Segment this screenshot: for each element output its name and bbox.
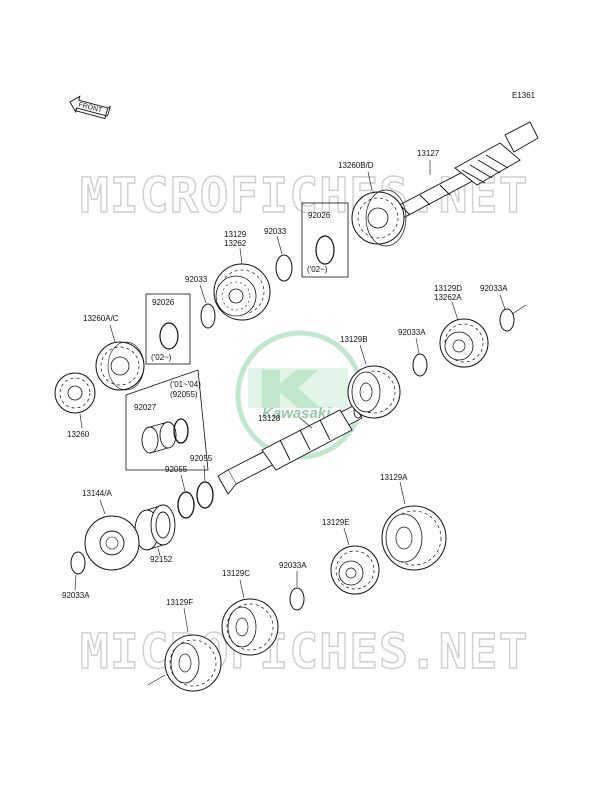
- label-92033-b: 92033: [185, 275, 208, 284]
- label-92152: 92152: [150, 555, 173, 564]
- ring-92033a-top: [499, 308, 515, 332]
- bushing-92027: [141, 421, 177, 454]
- ring-92033a-left: [70, 551, 86, 575]
- box-92026-left: [145, 293, 191, 365]
- label-13129e: 13129E: [322, 518, 350, 527]
- label-92055-b: 92055: [190, 454, 213, 463]
- kawasaki-logo: Kawasaki: [235, 330, 365, 460]
- box-01-04: [125, 369, 209, 471]
- label-13129d: 13129D: [434, 284, 462, 293]
- gear-13260bd: [351, 189, 407, 247]
- label-13260: 13260: [67, 430, 90, 439]
- ring-92033a-mid: [412, 353, 428, 377]
- label-13127: 13127: [417, 149, 440, 158]
- gear-13129f: [164, 634, 222, 692]
- gear-13129c: [221, 598, 279, 656]
- label-13260bd: 13260B/D: [338, 161, 374, 170]
- oring-92055-b: [196, 481, 214, 509]
- label-92055-paren: (92055): [170, 390, 198, 399]
- shaft-13128: [217, 403, 363, 495]
- gear-13129d: [439, 318, 489, 368]
- gear-13260ac: [95, 341, 145, 391]
- oring-92055-box: [173, 418, 189, 444]
- front-arrow-icon: FRONT: [69, 95, 111, 120]
- gear-13129: [213, 263, 271, 321]
- box-92026-top: [301, 202, 349, 278]
- label-92033a-left: 92033A: [62, 591, 90, 600]
- label-92026-left: 92026: [152, 298, 175, 307]
- gear-13129b: [347, 365, 401, 419]
- sprocket-13144: [84, 515, 140, 571]
- label-13260ac: 13260A/C: [83, 314, 119, 323]
- ring-92033-b: [200, 303, 216, 329]
- label-13128: 13128: [258, 414, 281, 423]
- ring-92033-a: [275, 254, 293, 282]
- label-02-left: ('02~): [151, 353, 172, 362]
- watermark-bottom: MICROFICHES.NET: [80, 624, 528, 680]
- label-13129f: 13129F: [166, 598, 193, 607]
- label-92055-a: 92055: [165, 465, 188, 474]
- oring-92055-a: [177, 491, 195, 519]
- gear-13129e: [330, 545, 380, 595]
- label-13129a: 13129A: [380, 473, 408, 482]
- gear-13129a: [381, 505, 447, 571]
- label-92033-a: 92033: [264, 227, 287, 236]
- label-92033a-low: 92033A: [279, 561, 307, 570]
- gear-13260: [54, 372, 96, 414]
- svg-text:Kawasaki: Kawasaki: [262, 405, 331, 422]
- circlip-92026-left: [159, 322, 179, 350]
- label-13129c: 13129C: [222, 569, 250, 578]
- circlip-92026-top: [315, 235, 335, 265]
- label-92033a-top: 92033A: [480, 284, 508, 293]
- label-13129: 13129: [224, 230, 247, 239]
- label-01-04: ('01~'04): [170, 380, 201, 389]
- label-92026-top: 92026: [308, 211, 331, 220]
- label-13262a: 13262A: [434, 293, 462, 302]
- label-13129b: 13129B: [340, 335, 368, 344]
- label-13144a: 13144/A: [82, 489, 112, 498]
- collar-92152: [134, 504, 176, 551]
- diagram-code: E1361: [512, 91, 536, 100]
- label-92033a-mid: 92033A: [398, 328, 426, 337]
- ring-92033a-low: [289, 587, 305, 611]
- label-92027: 92027: [134, 403, 157, 412]
- label-13262: 13262: [224, 239, 247, 248]
- label-02-top: ('02~): [307, 265, 328, 274]
